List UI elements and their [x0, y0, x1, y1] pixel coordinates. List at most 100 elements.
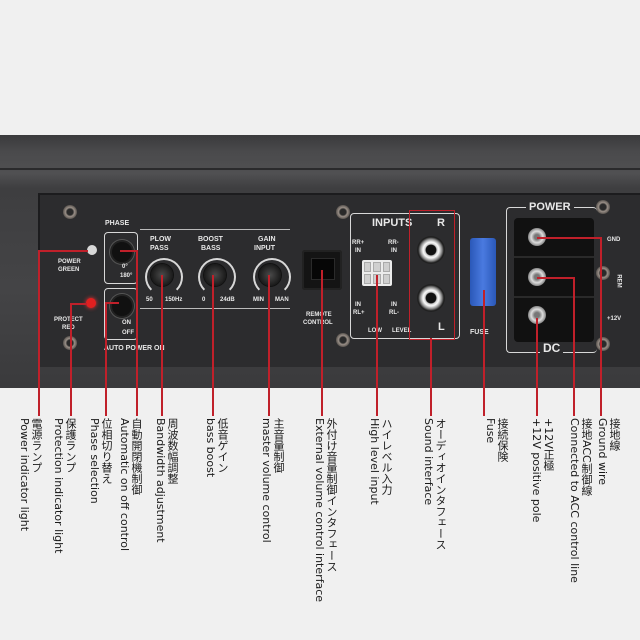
caption-highlevel-en: High level input [368, 418, 381, 505]
power-led [87, 245, 97, 255]
dc-label: DC [540, 342, 564, 354]
rl-minus-label: RL- [389, 310, 399, 316]
level-label: LEVEL [392, 328, 412, 334]
caption-bandwidth: 周波数幅調整 Bandwidth adjustment [154, 418, 179, 543]
caption-ground-wire: 接地線 Ground wire [596, 418, 621, 485]
caption-protection-en: Protection indicator light [52, 418, 65, 554]
caption-high-level-input: ハイレベル入力 High level input [368, 418, 393, 505]
callout-line-phase-h [105, 302, 119, 304]
cover-groove [0, 168, 640, 170]
callout-line-power [38, 250, 40, 416]
auto-power-switch[interactable] [110, 294, 134, 318]
caption-auto-on-off: 自動開閉機制御 Automatic on off control [118, 418, 143, 552]
phase-title: PHASE [105, 220, 130, 227]
protect-led-label: PROTECT [54, 317, 83, 323]
caption-external-ja: 外付け音量制御インタフェース [325, 418, 338, 572]
caption-fuse-ja: 接続保険 [496, 418, 509, 462]
caption-bass-en: bass boost [204, 418, 217, 478]
callout-line-fuse [483, 290, 485, 416]
caption-positive-pole: +12V正極 +12V positive pole [530, 418, 555, 523]
caption-phase-selection: 位相切り替え Phase selection [88, 418, 113, 504]
caption-bass-boost: 低音ゲイン bass boost [204, 418, 229, 478]
caption-sound-ja: オーディオインタフェース [434, 418, 447, 550]
gain-knob[interactable] [259, 264, 281, 286]
caption-ground-ja: 接地線 [608, 418, 621, 451]
caption-power-indicator: 電源ランプ Power indicator light [18, 418, 43, 532]
auto-off-label: OFF [122, 330, 134, 336]
phase-180-label: 180° [120, 273, 133, 279]
knob-section-divider [140, 229, 290, 230]
gain-input-title-2: INPUT [254, 245, 275, 252]
caption-auto-en: Automatic on off control [118, 418, 131, 552]
inputs-l-label: L [438, 321, 445, 333]
low-label: LOW [368, 328, 382, 334]
remote-label-2: CONTROL [303, 320, 333, 326]
caption-sound-en: Sound interface [422, 418, 435, 506]
caption-sound-interface: オーディオインタフェース Sound interface [422, 418, 447, 550]
phase-0-label: 0° [122, 264, 128, 270]
caption-acc-ja: 接地ACC制御線 [580, 418, 593, 496]
caption-power-en: Power indicator light [18, 418, 31, 532]
callout-line-bandwidth [161, 275, 163, 416]
caption-phase-en: Phase selection [88, 418, 101, 504]
rl-plus-in: IN [355, 302, 361, 308]
power-title: POWER [526, 202, 574, 213]
callout-line-protect-h [70, 303, 87, 305]
callout-line-phase [105, 302, 107, 416]
amplifier-top-cover [0, 135, 640, 190]
rl-plus-label: RL+ [353, 310, 365, 316]
caption-protection-ja: 保護ランプ [64, 418, 77, 473]
power-led-label-2: GREEN [58, 267, 80, 273]
rl-minus-in: IN [391, 302, 397, 308]
protect-led [86, 298, 96, 308]
callout-line-power-h [38, 250, 88, 252]
caption-power-ja: 電源ランプ [30, 418, 43, 473]
caption-12v-ja: +12V正極 [542, 418, 555, 471]
low-pass-max: 150Hz [165, 297, 183, 303]
rca-highlight [409, 210, 455, 340]
knob-section-divider-bottom [140, 308, 290, 309]
caption-acc-control: 接地ACC制御線 Connected to ACC control line [568, 418, 593, 583]
rr-plus-in: IN [355, 248, 361, 254]
caption-master-ja: 主音量制御 [272, 418, 285, 473]
callout-line-acc [573, 277, 575, 416]
boost-bass-knob[interactable] [204, 264, 226, 286]
caption-12v-en: +12V positive pole [530, 418, 543, 523]
phase-switch[interactable] [110, 240, 134, 264]
caption-bandwidth-en: Bandwidth adjustment [154, 418, 167, 543]
gain-min: MIN [253, 297, 264, 303]
low-pass-title: PLOW [150, 236, 171, 243]
protect-led-label-2: RED [62, 325, 75, 331]
low-pass-scale [145, 258, 183, 296]
callout-line-protect [70, 303, 72, 416]
panel-screw [336, 333, 350, 347]
rr-plus-label: RR+ [352, 240, 365, 246]
power-led-label: POWER [58, 259, 81, 265]
inputs-box [350, 213, 460, 339]
callout-line-gnd-h [537, 237, 601, 239]
caption-protection-indicator: 保護ランプ Protection indicator light [52, 418, 77, 554]
callout-line-remote [321, 270, 323, 416]
boost-min: 0 [202, 297, 206, 303]
rca-input-right[interactable] [417, 236, 445, 264]
callout-line-gain [268, 275, 270, 416]
12v-label: +12V [607, 316, 622, 322]
terminal-row-gnd [514, 218, 594, 258]
boost-bass-title: BOOST [198, 236, 223, 243]
boost-bass-scale [198, 258, 236, 296]
rr-minus-label: RR- [388, 240, 399, 246]
rca-input-left[interactable] [417, 284, 445, 312]
gain-scale [253, 258, 291, 296]
gain-max: MAN [275, 297, 289, 303]
panel-screw [596, 200, 610, 214]
callout-line-acc-h [537, 277, 574, 279]
caption-highlevel-ja: ハイレベル入力 [380, 418, 393, 495]
auto-on-label: ON [122, 320, 131, 326]
12v-terminal-screw[interactable] [528, 306, 546, 324]
panel-screw [596, 337, 610, 351]
boost-bass-title-2: BASS [201, 245, 221, 252]
callout-line-rca [430, 338, 432, 416]
auto-power-on-title: AUTO POWER ON [104, 345, 165, 352]
caption-external-en: External volume control interface [313, 418, 326, 603]
callout-line-auto-h [120, 250, 137, 252]
